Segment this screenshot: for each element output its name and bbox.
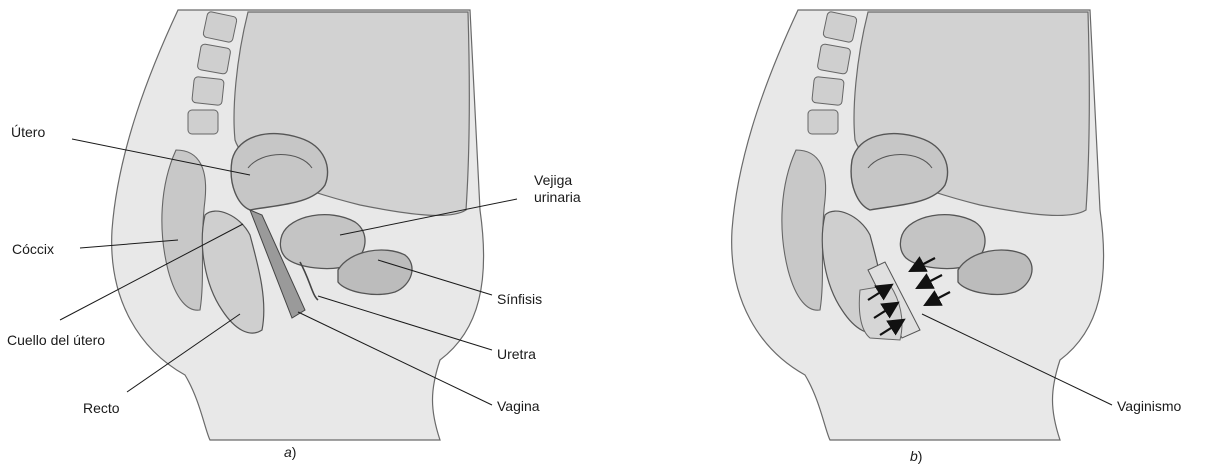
label-cuello-del-utero: Cuello del útero xyxy=(7,332,105,348)
leader-vaginismo xyxy=(922,314,1112,405)
caption-b-suffix: ) xyxy=(918,448,923,464)
caption-b: b) xyxy=(910,448,922,464)
leader-sinfisis xyxy=(378,260,492,295)
label-vaginismo: Vaginismo xyxy=(1117,398,1181,414)
caption-a: a) xyxy=(284,444,296,460)
leader-utero xyxy=(72,139,250,175)
label-vagina: Vagina xyxy=(497,398,540,414)
leader-vejiga xyxy=(340,199,517,235)
label-vejiga-line1: Vejiga xyxy=(534,172,572,188)
label-utero: Útero xyxy=(11,124,45,140)
label-uretra: Uretra xyxy=(497,346,536,362)
caption-a-letter: a xyxy=(284,444,292,460)
label-sinfisis: Sínfisis xyxy=(497,291,542,307)
label-coccix: Cóccix xyxy=(12,241,54,257)
leader-uretra xyxy=(318,296,492,350)
leader-vagina xyxy=(298,312,492,405)
caption-a-suffix: ) xyxy=(292,444,297,460)
label-recto: Recto xyxy=(83,400,120,416)
caption-b-letter: b xyxy=(910,448,918,464)
leader-recto xyxy=(127,314,240,392)
leader-cuello xyxy=(60,224,243,320)
leader-coccix xyxy=(80,240,178,248)
label-vejiga-line2: urinaria xyxy=(534,189,581,205)
